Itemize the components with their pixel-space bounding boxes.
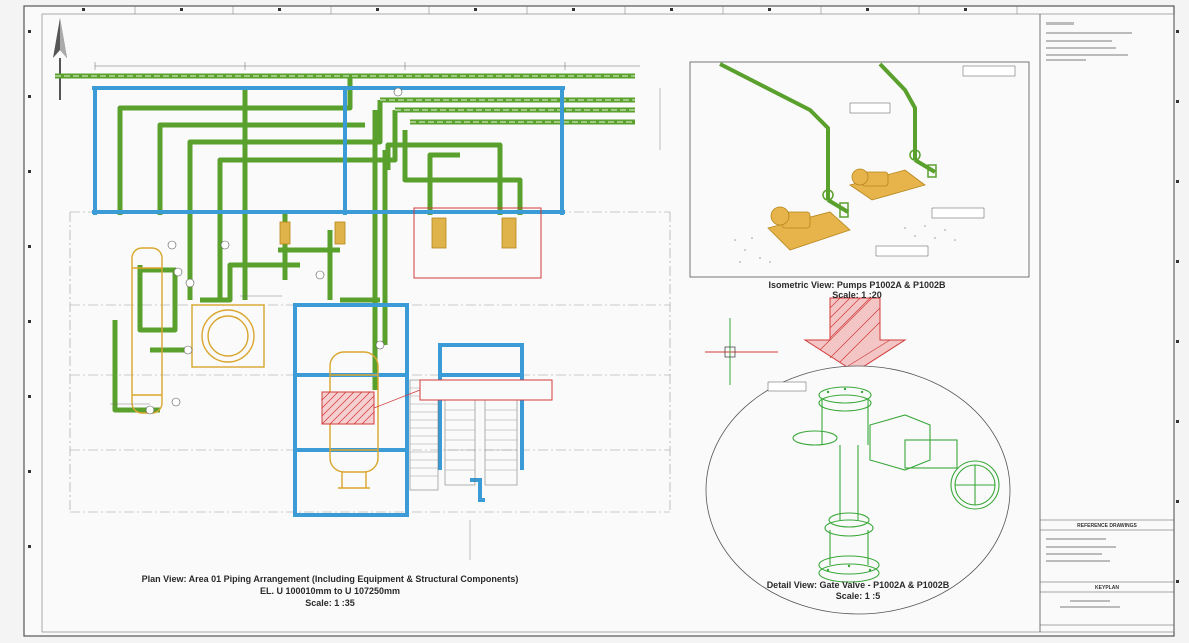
down-arrow-icon <box>803 297 907 373</box>
keyplan-heading: KEYPLAN <box>1095 585 1119 591</box>
north-arrow-icon <box>53 18 67 100</box>
general-notes-lines <box>1046 22 1132 608</box>
iso-valve-handwheels <box>822 149 937 218</box>
isometric-view-scale: Scale: 1 :20 <box>832 290 882 300</box>
detail-view-title: Detail View: Gate Valve - P1002A & P1002… <box>767 580 950 590</box>
plan-gridlines <box>69 211 671 513</box>
plan-view-title: Plan View: Area 01 Piping Arrangement (I… <box>142 574 519 584</box>
iso-tag-boxes <box>849 65 1016 257</box>
title-block: REFERENCE DRAWINGS KEYPLAN <box>1039 14 1174 632</box>
grid-reference-marks <box>28 8 1179 583</box>
plan-view-scale: Scale: 1 :35 <box>305 598 355 608</box>
detail-view-scale: Scale: 1 :5 <box>836 591 881 601</box>
gate-valve-drawing <box>792 386 1000 583</box>
isometric-view-title: Isometric View: Pumps P1002A & P1002B <box>768 280 946 290</box>
frame-divisions <box>134 6 1018 14</box>
reference-drawings-heading: REFERENCE DRAWINGS <box>1077 523 1137 529</box>
plan-annotation-lines <box>110 88 661 560</box>
drawing-frame <box>41 13 1175 633</box>
isometric-view <box>689 61 1030 278</box>
tag-bubbles <box>145 87 403 415</box>
reactor-vessel <box>191 304 265 368</box>
detail-tag-box <box>767 381 807 392</box>
blue-structure <box>92 86 565 517</box>
iso-green-piping <box>719 62 937 214</box>
valve-bolt-holes <box>826 387 872 572</box>
plan-view <box>55 62 671 560</box>
ucs-crosshair-icon <box>705 318 778 385</box>
iso-ground-dots <box>734 225 956 263</box>
detail-view <box>705 365 1011 615</box>
hatched-area <box>321 389 421 425</box>
pipe-centerlines <box>55 75 635 123</box>
dimension-line <box>94 62 640 70</box>
plan-view-elevation: EL. U 100010mm to U 107250mm <box>260 586 400 596</box>
pumps-plan <box>279 217 517 249</box>
iso-pump-skids <box>767 168 926 251</box>
